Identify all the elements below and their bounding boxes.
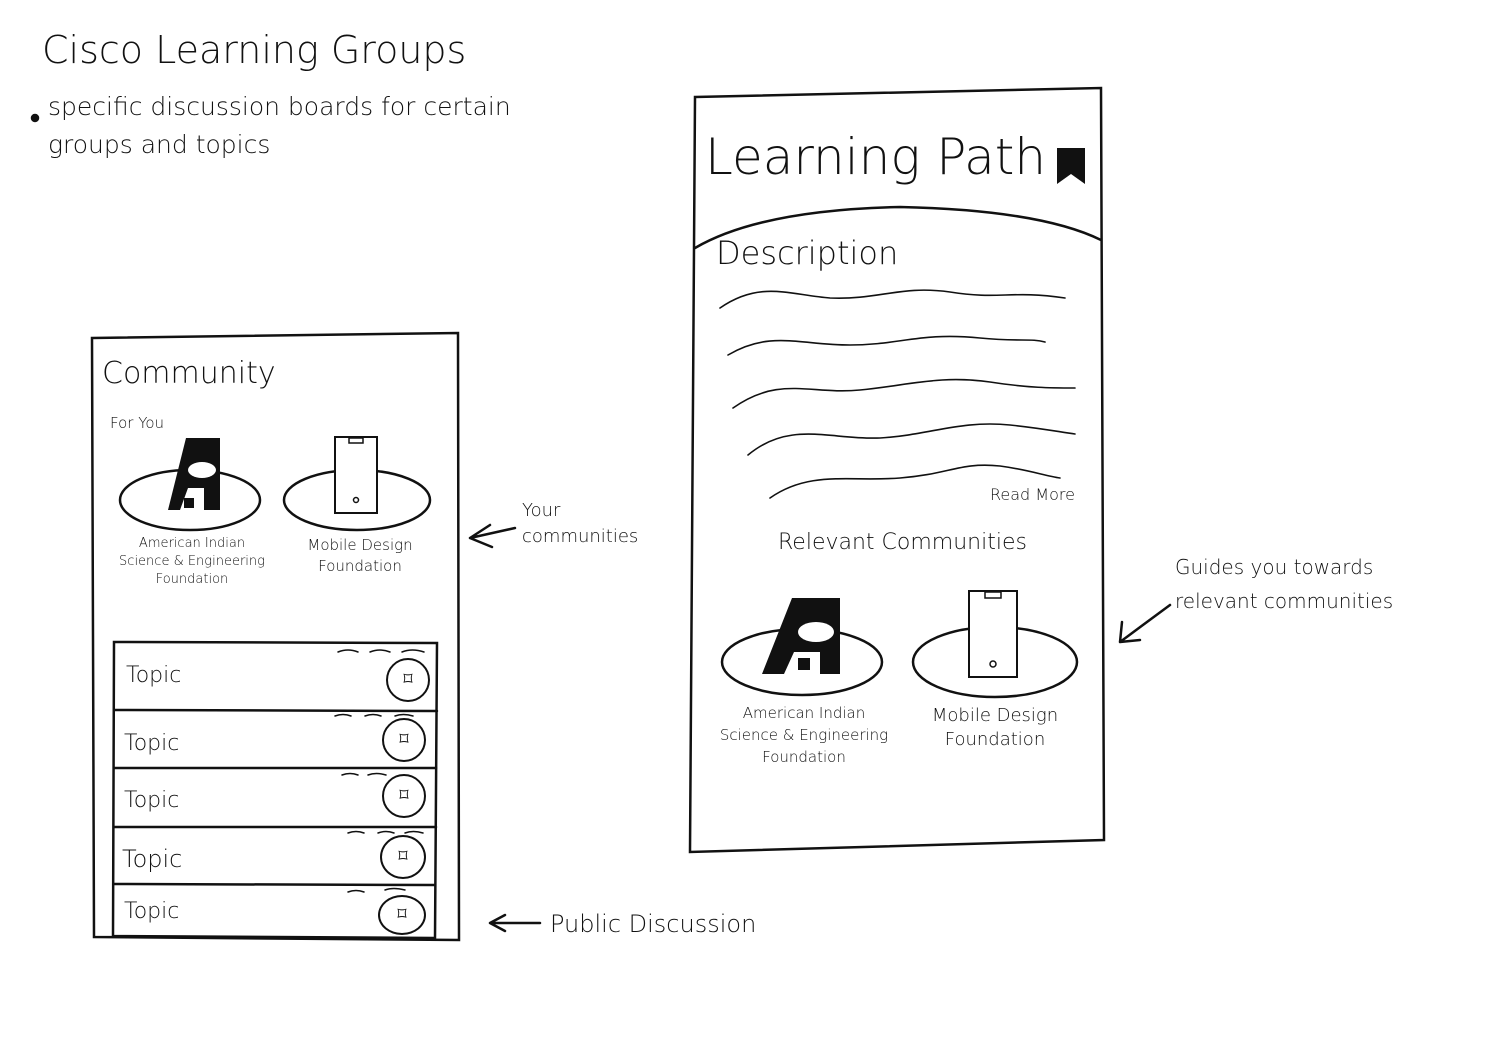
annotation-public-discussion: Public Discussion — [550, 910, 757, 938]
topic-label: Topic — [124, 731, 180, 756]
section-label: For You — [110, 414, 165, 432]
phone-icon — [984, 591, 1002, 668]
community-card-aises[interactable] — [762, 598, 842, 674]
topic-row[interactable]: Topic ⌑ — [114, 827, 436, 884]
phone-icon — [348, 437, 364, 504]
learning-path-frame — [688, 86, 1106, 854]
read-more-link[interactable]: Read More — [990, 485, 1075, 504]
bookmark-icon[interactable]: ⌑ — [382, 774, 426, 818]
community-card-aises[interactable] — [168, 438, 222, 510]
arrow-icon — [1118, 603, 1172, 644]
topic-label: Topic — [124, 788, 180, 813]
description-heading: Description — [716, 234, 899, 272]
topic-label: Topic — [124, 899, 180, 924]
bookmark-icon[interactable]: ⌑ — [386, 658, 430, 702]
topic-row[interactable]: Topic ⌑ — [114, 768, 436, 827]
topic-row[interactable]: Topic ⌑ — [114, 711, 436, 768]
community-name: American Indian Science & Engineering Fo… — [719, 704, 889, 766]
topic-list-frame — [111, 640, 439, 940]
topic-row[interactable]: Topic ⌑ — [114, 885, 436, 937]
topic-label: Topic — [126, 663, 182, 688]
annotation-your-communities: Your communities — [522, 500, 639, 547]
community-name: Mobile Design Foundation — [931, 705, 1059, 750]
relevant-heading: Relevant Communities — [778, 530, 1027, 555]
topic-label: Topic — [122, 845, 183, 873]
aises-logo-icon — [168, 438, 220, 510]
community-card-mobile-design[interactable] — [334, 436, 378, 514]
community-name: American Indian Science & Engineering Fo… — [119, 536, 265, 587]
community-card-mobile-design[interactable] — [968, 590, 1018, 678]
page-title: Learning Path — [705, 128, 1047, 186]
arrow-icon — [468, 523, 517, 549]
bookmark-icon[interactable]: ⌑ — [378, 895, 426, 935]
notes-bullet: specific discussion boards for certain g… — [48, 92, 511, 159]
bookmark-icon[interactable]: ⌑ — [382, 718, 426, 762]
community-screen-frame — [90, 331, 461, 942]
community-name: Mobile Design Foundation — [307, 536, 413, 575]
aises-logo-icon — [762, 598, 840, 674]
topic-row[interactable]: Topic ⌑ — [114, 643, 436, 710]
bookmark-icon[interactable] — [1057, 148, 1085, 184]
arrow-icon — [488, 913, 542, 933]
notes-title: Cisco Learning Groups — [42, 28, 467, 72]
bookmark-icon[interactable]: ⌑ — [380, 835, 426, 879]
annotation-guides: Guides you towards relevant communities — [1175, 555, 1394, 613]
page-title: Community — [102, 356, 276, 391]
